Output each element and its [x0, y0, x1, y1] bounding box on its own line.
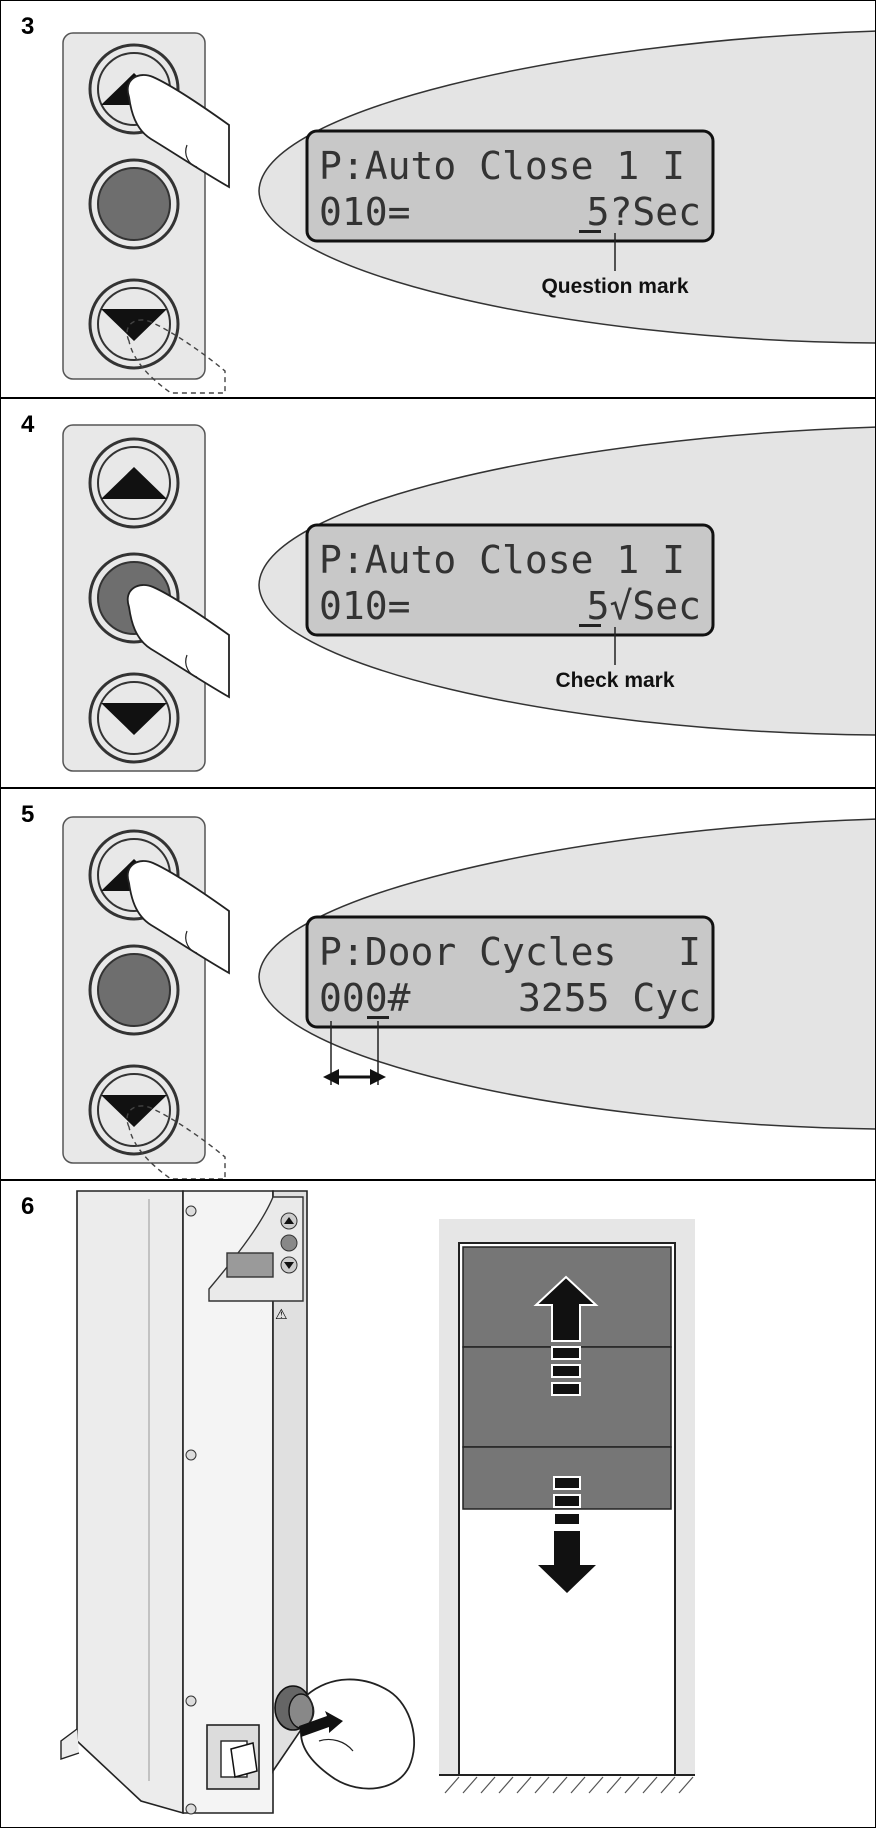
- floor-hatch: [444, 1776, 694, 1794]
- lcd-line-1: P:Door Cycles: [319, 930, 616, 974]
- lcd-line-1-right: I: [678, 930, 701, 974]
- screw: [185, 1695, 197, 1707]
- step-number: 4: [21, 411, 35, 438]
- step-number: 6: [21, 1193, 35, 1220]
- cursor-underline: [579, 624, 601, 627]
- warning-icon: ⚠: [275, 1307, 288, 1323]
- lcd-line-2-right: 3255 Cyc: [518, 976, 701, 1020]
- screw: [185, 1449, 197, 1461]
- lcd-line-2-right: 5√Sec: [587, 584, 701, 628]
- down-arrow-icon: [101, 309, 167, 341]
- step-5-illustration: P:Door Cycles I 000# 3255 Cyc: [62, 816, 875, 1179]
- cursor-underline: [367, 1016, 389, 1019]
- finger-icon: [126, 860, 230, 975]
- callout-label: Question mark: [541, 275, 688, 298]
- step-6-illustration: ⚠: [60, 1190, 695, 1815]
- lcd-line-1: P:Auto Close 1 I: [319, 144, 685, 188]
- step-6-panel: 6 ⚠: [1, 1181, 875, 1829]
- lcd-line-1: P:Auto Close 1 I: [319, 538, 685, 582]
- mini-enter-button: [280, 1234, 298, 1252]
- lcd-line-2-left: 010=: [319, 190, 411, 234]
- step-4-illustration: P:Auto Close 1 I 010= 5√Sec Check mark: [62, 424, 875, 772]
- finger-icon: [126, 584, 230, 699]
- double-arrow-left-head: [323, 1069, 339, 1085]
- lcd-line-2-right: 5?Sec: [587, 190, 701, 234]
- step-number: 3: [21, 13, 35, 40]
- mini-lcd: [226, 1252, 274, 1278]
- callout-label: Check mark: [555, 669, 674, 692]
- finger-ghost-icon: [126, 1105, 226, 1179]
- door-down-arrow-icon: [538, 1531, 596, 1593]
- step-number: 5: [21, 801, 35, 828]
- step-3-illustration: P:Auto Close 1 I 010= 5?Sec Question mar…: [62, 30, 875, 394]
- operator-unit: [76, 1190, 308, 1815]
- down-arrow-icon: [101, 1095, 167, 1127]
- finger-icon: [126, 74, 230, 189]
- lcd-line-2-left: 000#: [319, 976, 411, 1020]
- step-5-panel: 5 P:Door Cycles I 000# 3255 Cyc: [1, 789, 875, 1181]
- finger-ghost-icon: [126, 319, 226, 394]
- double-arrow-right-head: [370, 1069, 386, 1085]
- mount-bracket: [60, 1728, 80, 1760]
- lcd-display: [305, 523, 715, 637]
- hand-icon: [300, 1678, 416, 1790]
- up-arrow-icon: [101, 467, 167, 499]
- step-3-panel: 3 P:Auto Close 1 I 010= 5?Sec: [1, 1, 875, 399]
- screw: [185, 1205, 197, 1217]
- cursor-underline: [579, 230, 601, 233]
- down-arrow-icon: [101, 703, 167, 735]
- lcd-display: [305, 915, 715, 1029]
- door-up-arrow-icon: [533, 1275, 599, 1342]
- pull-arrow-icon: [299, 1711, 343, 1737]
- lcd-line-2-left: 010=: [319, 584, 411, 628]
- step-4-panel: 4 P:Auto Close 1 I 010= 5√Sec Check mark: [1, 399, 875, 789]
- screw: [185, 1803, 197, 1815]
- door-panel: [462, 1346, 672, 1448]
- switch-handle: [230, 1742, 258, 1778]
- lcd-display: [305, 129, 715, 243]
